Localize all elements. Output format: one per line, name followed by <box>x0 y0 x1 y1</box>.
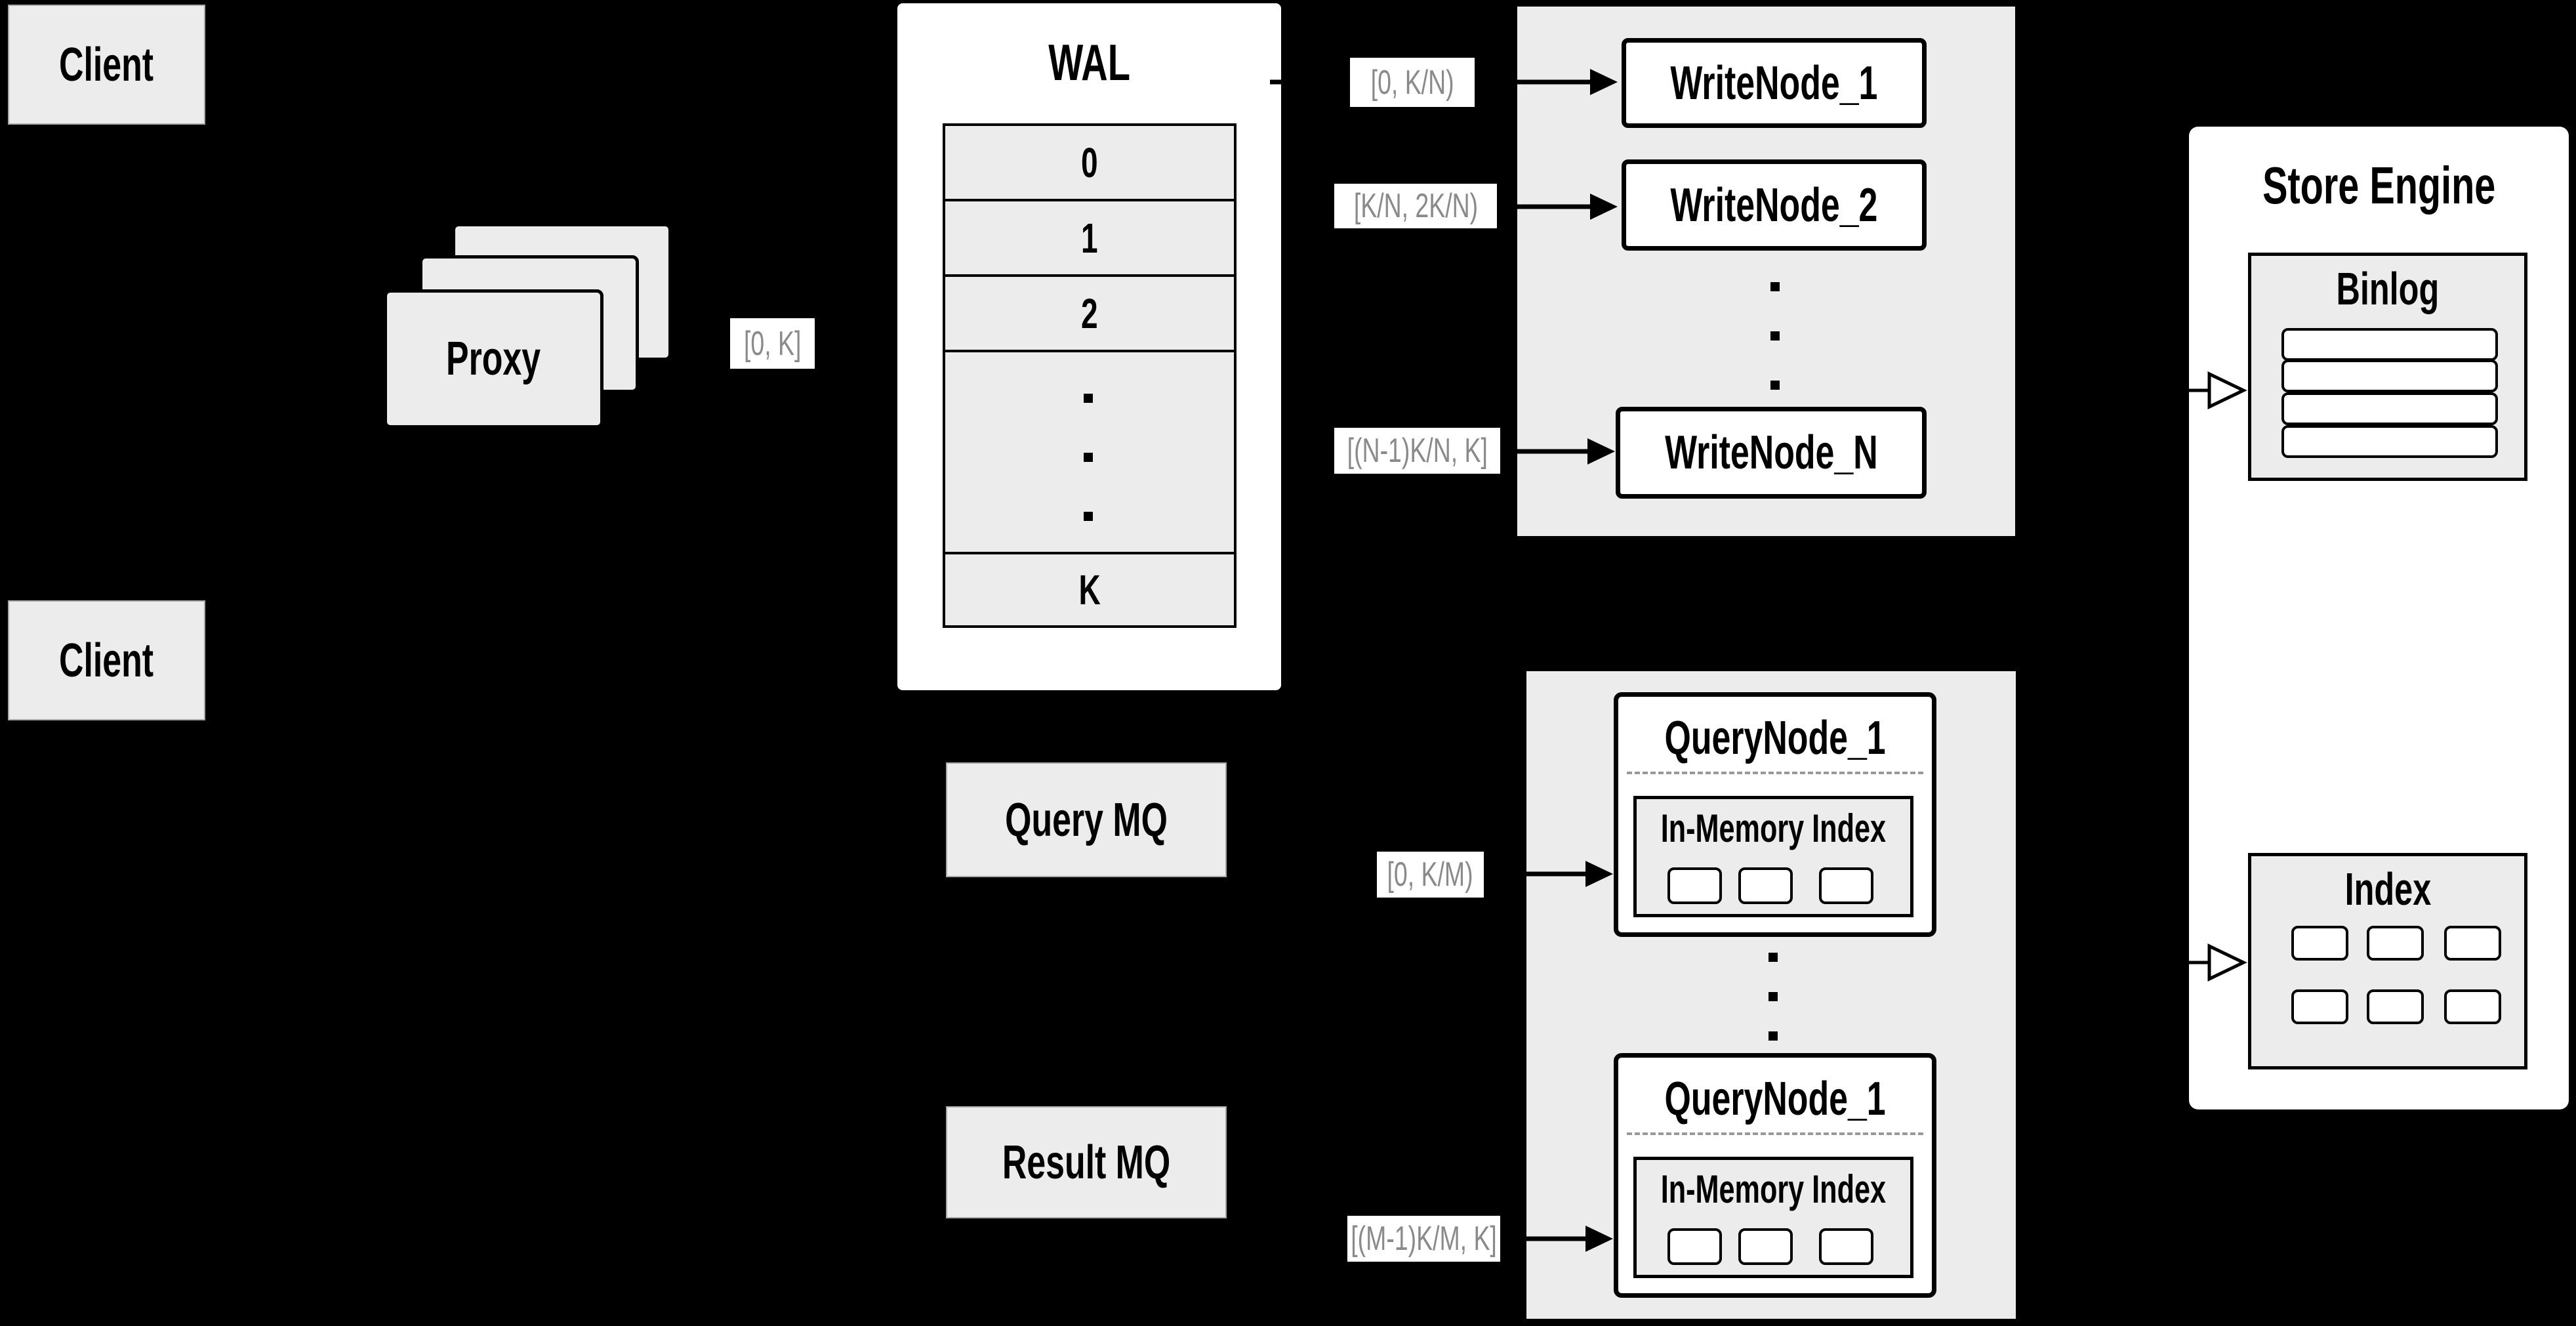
binlog-title: Binlog <box>2336 263 2440 314</box>
index-cell <box>2291 989 2348 1024</box>
index-cell <box>2367 989 2424 1024</box>
client-bottom-label: Client <box>59 634 154 687</box>
range-label-proxy-wal: [0, K] <box>730 318 815 369</box>
client-box-top: Client <box>8 5 205 125</box>
write-node-2: WriteNode_2 <box>1622 159 1927 251</box>
query-node-top-title: QueryNode_1 <box>1664 712 1886 764</box>
index-cell <box>1667 1228 1722 1265</box>
write-node-1: WriteNode_1 <box>1622 38 1927 128</box>
ellipsis-dot <box>1084 394 1093 403</box>
ellipsis-dot <box>1768 953 1778 962</box>
in-memory-index-top-title: In-Memory Index <box>1660 806 1887 850</box>
proxy-box: Proxy <box>384 289 603 428</box>
binlog-row <box>2281 392 2498 425</box>
range-label-writenode-n: [(N-1)K/N, K] <box>1334 428 1500 474</box>
wal-segment-1: 1 <box>943 199 1237 277</box>
ellipsis-dot <box>1768 1031 1778 1041</box>
range-label-writenode-1: [0, K/N) <box>1350 58 1475 107</box>
wal-segment-k: K <box>943 552 1237 628</box>
wal-segment-2: 2 <box>943 274 1237 352</box>
index-cell <box>2291 926 2348 961</box>
ellipsis-dot <box>1770 381 1780 390</box>
index-cell <box>1738 1228 1793 1265</box>
index-cell <box>1667 867 1722 904</box>
query-node-bottom-title: QueryNode_1 <box>1664 1073 1886 1125</box>
proxy-label: Proxy <box>446 333 541 385</box>
ellipsis-dot <box>1770 331 1780 341</box>
ellipsis-dot <box>1770 282 1780 291</box>
wal-segment-ellipsis <box>943 350 1237 554</box>
result-mq-box: Result MQ <box>946 1106 1227 1218</box>
index-cell <box>2444 926 2501 961</box>
store-engine-title: Store Engine <box>2262 156 2496 215</box>
wal-title: WAL <box>1048 33 1130 91</box>
binlog-row <box>2281 425 2498 458</box>
range-label-querynode-bottom: [(M-1)K/M, K] <box>1347 1216 1500 1262</box>
ellipsis-dot <box>1768 992 1778 1001</box>
in-memory-index-bottom-title: In-Memory Index <box>1660 1167 1887 1211</box>
query-node-bottom-divider <box>1627 1132 1923 1135</box>
index-cell <box>2444 989 2501 1024</box>
index-cell <box>2367 926 2424 961</box>
index-title: Index <box>2344 863 2431 915</box>
index-cell <box>1738 867 1793 904</box>
range-label-querynode-top: [0, K/M) <box>1377 852 1484 898</box>
client-box-bottom: Client <box>8 600 205 720</box>
write-node-n: WriteNode_N <box>1616 407 1927 499</box>
query-mq-box: Query MQ <box>946 762 1227 877</box>
index-box <box>2248 853 2527 1069</box>
binlog-row <box>2281 360 2498 392</box>
ellipsis-dot <box>1084 453 1093 462</box>
wal-segment-0: 0 <box>943 123 1237 201</box>
query-node-top-divider <box>1627 772 1923 774</box>
client-top-label: Client <box>59 38 154 91</box>
index-cell <box>1819 1228 1873 1265</box>
range-label-writenode-2: [K/N, 2K/N) <box>1334 184 1497 228</box>
index-cell <box>1819 867 1873 904</box>
binlog-row <box>2281 328 2498 361</box>
ellipsis-dot <box>1084 512 1093 521</box>
